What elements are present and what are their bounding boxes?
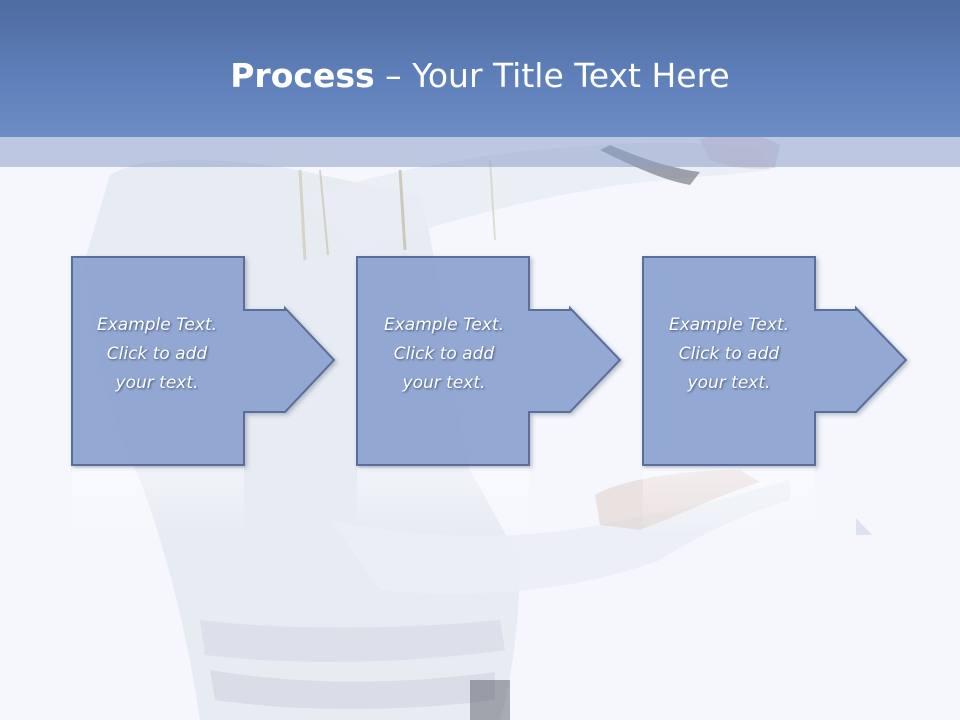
step-1-line-1: Example Text. <box>96 315 218 335</box>
step-2-shape[interactable] <box>356 256 622 466</box>
process-step-2[interactable] <box>356 256 622 466</box>
step-3-text[interactable]: Example Text. Click to add your text. <box>642 311 816 398</box>
slide-title[interactable]: Process – Your Title Text Here <box>0 52 960 100</box>
title-stripe <box>0 137 960 167</box>
title-rest-text: – Your Title Text Here <box>374 56 730 95</box>
step-1-reflection <box>72 468 244 538</box>
step-1-shape[interactable] <box>71 256 336 466</box>
step-2-text[interactable]: Example Text. Click to add your text. <box>357 311 531 398</box>
step-2-line-1: Example Text. <box>383 315 505 335</box>
step-1-line-2: Click to add <box>106 344 208 364</box>
step-2-reflection <box>357 468 529 538</box>
step-1-line-3: your text. <box>115 373 199 393</box>
arrow-3-reflection <box>856 518 872 535</box>
process-step-1[interactable] <box>71 256 336 466</box>
title-bold-text: Process <box>230 56 375 95</box>
step-2-line-2: Click to add <box>393 344 495 364</box>
process-step-3[interactable] <box>642 256 908 466</box>
step-1-text[interactable]: Example Text. Click to add your text. <box>70 311 244 398</box>
step-3-reflection <box>643 468 815 538</box>
title-bar <box>0 0 960 137</box>
step-reflections <box>72 468 872 538</box>
step-3-line-3: your text. <box>687 373 771 393</box>
step-2-line-3: your text. <box>402 373 486 393</box>
step-3-shape[interactable] <box>642 256 908 466</box>
step-3-line-1: Example Text. <box>668 315 790 335</box>
step-3-line-2: Click to add <box>678 344 780 364</box>
